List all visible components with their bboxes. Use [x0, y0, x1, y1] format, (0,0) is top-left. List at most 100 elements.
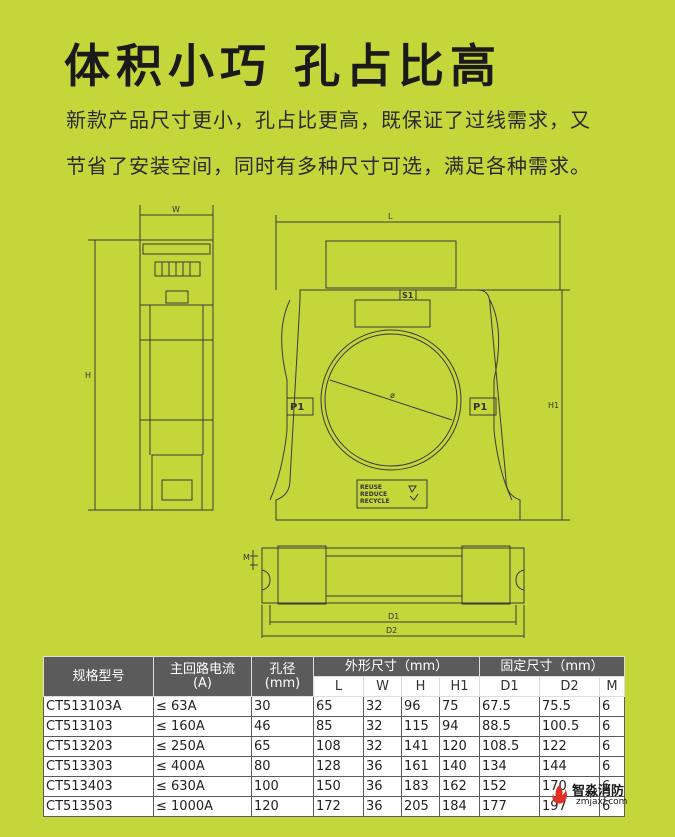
cell: 120: [251, 796, 314, 817]
mark-p1-right: P1: [473, 402, 487, 413]
cell: ≤ 160A: [153, 716, 252, 737]
cell: 6: [599, 796, 625, 817]
cell: 120: [439, 736, 480, 757]
cell: 6: [599, 776, 625, 797]
cell: 32: [363, 716, 402, 737]
cell: 108: [313, 736, 364, 757]
label-h1: H1: [548, 401, 559, 410]
header-fixed: 固定尺寸（mm）: [479, 656, 625, 677]
cell: 94: [439, 716, 480, 737]
label-m: M: [243, 553, 250, 562]
cell: CT513303: [43, 756, 154, 777]
cell: 30: [251, 696, 314, 717]
cell: 100.5: [539, 716, 600, 737]
description-line-1: 新款产品尺寸更小，孔占比更高，既保证了过线需求，又: [66, 108, 591, 132]
cell: 88.5: [479, 716, 540, 737]
label-d1: D1: [388, 612, 399, 621]
cell: 161: [401, 756, 440, 777]
cell: 75.5: [539, 696, 600, 717]
cell: 128: [313, 756, 364, 777]
mark-s1: S1: [402, 291, 414, 300]
description-line-2: 节省了安装空间，同时有多种尺寸可选，满足各种需求。: [66, 154, 591, 178]
cell: ≤ 1000A: [153, 796, 252, 817]
cell: 122: [539, 736, 600, 757]
header-model: 规格型号: [43, 656, 154, 697]
header-m: M: [599, 676, 625, 697]
flame-logo-icon: [552, 785, 567, 804]
header-outer: 外形尺寸（mm）: [313, 656, 480, 677]
cell: 177: [479, 796, 540, 817]
recycle-icon: [408, 485, 419, 501]
cell: 140: [439, 756, 480, 777]
cell: 134: [479, 756, 540, 777]
cell: ≤ 250A: [153, 736, 252, 757]
cell: 141: [401, 736, 440, 757]
cell: 6: [599, 716, 625, 737]
bottom-view: [250, 545, 525, 638]
label-l: L: [388, 212, 393, 221]
cell: ≤ 630A: [153, 776, 252, 797]
cell: CT513503: [43, 796, 154, 817]
watermark-name: 智淼消防: [572, 784, 625, 799]
cell: 46: [251, 716, 314, 737]
cell: 172: [313, 796, 364, 817]
label-h: H: [85, 371, 91, 380]
cell: 144: [539, 756, 600, 777]
cell: CT513203: [43, 736, 154, 757]
page-title: 体积小巧 孔占比高: [64, 39, 503, 93]
label-w: W: [172, 205, 180, 214]
cell: 36: [363, 796, 402, 817]
recycle-line-1: REUSE: [360, 484, 382, 491]
spec-table: 规格型号 主回路电流(A) 孔径(mm) 外形尺寸（mm） 固定尺寸（mm） L…: [43, 656, 625, 817]
cell: 65: [313, 696, 364, 717]
cell: 184: [439, 796, 480, 817]
cell: 67.5: [479, 696, 540, 717]
cell: 150: [313, 776, 364, 797]
cell: 80: [251, 756, 314, 777]
cell: 183: [401, 776, 440, 797]
cell: 36: [363, 756, 402, 777]
cell: 115: [401, 716, 440, 737]
header-l: L: [313, 676, 364, 697]
cell: 205: [401, 796, 440, 817]
cell: 36: [363, 776, 402, 797]
recycle-line-2: REDUCE: [360, 491, 387, 498]
cell: 170: [539, 776, 600, 797]
header-d2: D2: [539, 676, 600, 697]
side-view: [88, 205, 214, 511]
cell: ≤ 63A: [153, 696, 252, 717]
cell: 100: [251, 776, 314, 797]
cell: 32: [363, 736, 402, 757]
header-w: W: [363, 676, 402, 697]
watermark: 智淼消防 zmjaxf.com: [548, 780, 668, 816]
cell: 6: [599, 736, 625, 757]
front-view: [269, 215, 570, 521]
cell: 162: [439, 776, 480, 797]
cell: 108.5: [479, 736, 540, 757]
cell: 152: [479, 776, 540, 797]
header-hole: 孔径(mm): [251, 656, 314, 697]
cell: 6: [599, 756, 625, 777]
header-current: 主回路电流(A): [153, 656, 252, 697]
label-d2: D2: [386, 626, 397, 635]
cell: 85: [313, 716, 364, 737]
watermark-url: zmjaxf.com: [576, 797, 628, 807]
dimension-drawing: W L H H1 M D1 D2 ø S1 P1 P1 REUSE REDUCE…: [85, 205, 570, 638]
header-d1: D1: [479, 676, 540, 697]
cell: 6: [599, 696, 625, 717]
cell: CT513103A: [43, 696, 154, 717]
header-h: H: [401, 676, 440, 697]
label-diameter: ø: [390, 391, 395, 400]
header-h1: H1: [439, 676, 480, 697]
recycle-line-3: RECYCLE: [360, 498, 390, 505]
cell: 75: [439, 696, 480, 717]
cell: 65: [251, 736, 314, 757]
cell: CT513103: [43, 716, 154, 737]
